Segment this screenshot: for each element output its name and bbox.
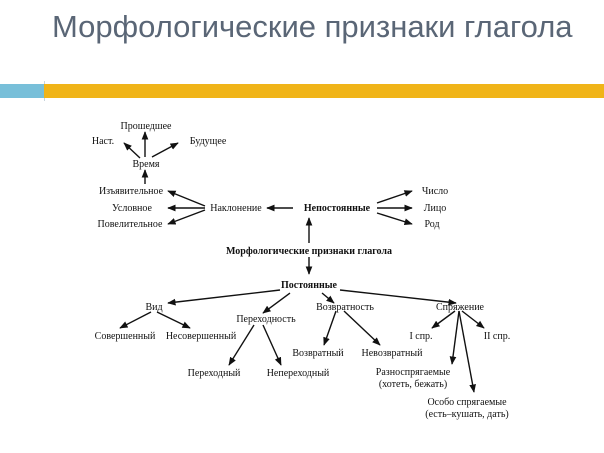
reflexivity-node: Возвратность xyxy=(316,302,374,313)
root-node: Морфологические признаки глагола xyxy=(226,246,392,257)
conjugation-node: Спряжение xyxy=(436,302,485,313)
accent-bar-right xyxy=(44,84,604,98)
gender-node: Род xyxy=(424,219,439,230)
accent-bar-left xyxy=(0,84,44,98)
slide-title: Морфологические признаки глагола xyxy=(52,9,573,44)
transitivity-node: Переходность xyxy=(236,314,296,325)
special-conjugation: Особо спрягаемые xyxy=(427,397,507,408)
mood-imperative: Повелительное xyxy=(98,219,163,230)
nonconstant-node: Непостоянные xyxy=(304,203,371,214)
conjugation-second: II спр. xyxy=(484,331,510,342)
aspect-imperfective: Несовершенный xyxy=(166,331,237,342)
special-conjugation-examples: (есть–кушать, дать) xyxy=(425,409,508,420)
aspect-node: Вид xyxy=(145,302,162,313)
constant-node: Постоянные xyxy=(281,280,338,291)
connector-arrows xyxy=(119,131,485,393)
mood-indicative: Изъявительное xyxy=(99,186,164,197)
time-node: Время xyxy=(132,159,159,170)
time-future: Будущее xyxy=(190,136,227,147)
transitivity-intransitive: Непереходный xyxy=(267,368,330,379)
reflexivity-nonreflexive: Невозвратный xyxy=(362,348,424,359)
time-present: Наст. xyxy=(92,136,114,147)
transitivity-transitive: Переходный xyxy=(188,368,241,379)
heteroclitic-examples: (хотеть, бежать) xyxy=(379,379,447,390)
time-past: Прошедшее xyxy=(121,121,172,132)
heteroclitic-verbs: Разноспрягаемые xyxy=(376,367,451,378)
person-node: Лицо xyxy=(424,203,447,214)
mood-conditional: Условное xyxy=(112,203,153,214)
reflexivity-reflexive: Возвратный xyxy=(292,348,344,359)
conjugation-first: I спр. xyxy=(409,331,432,342)
aspect-perfective: Совершенный xyxy=(95,331,156,342)
number-node: Число xyxy=(422,186,448,197)
mood-node: Наклонение xyxy=(210,203,262,214)
